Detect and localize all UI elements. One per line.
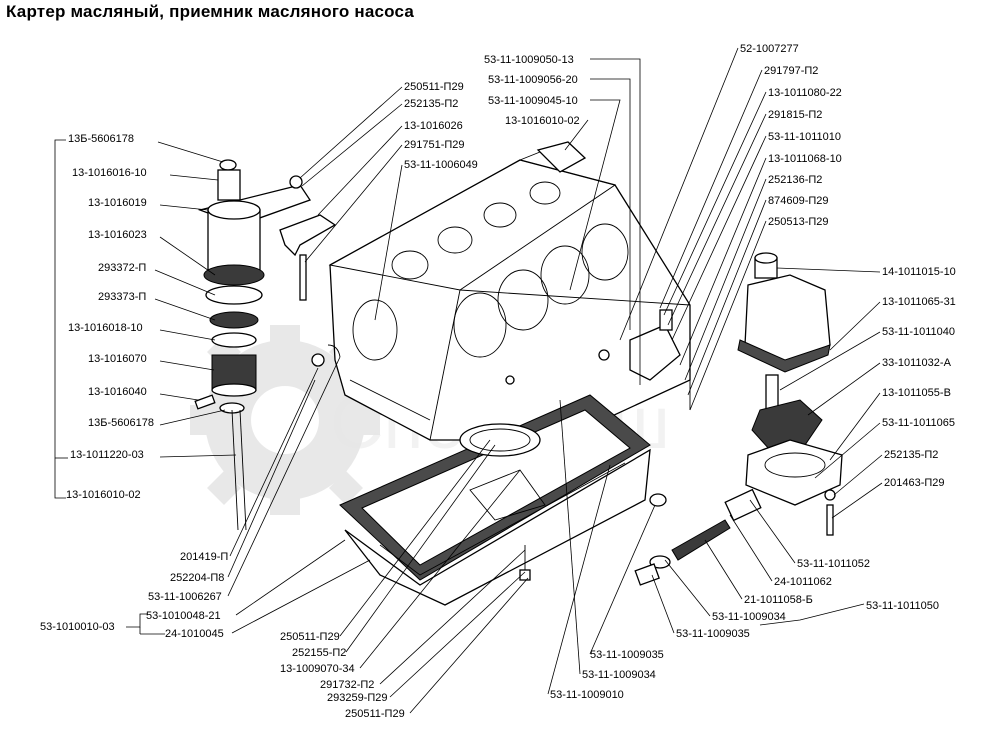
oil-pump <box>629 252 843 586</box>
part-label: 53-11-1009050-13 <box>484 54 574 66</box>
part-label: 53-11-1009035 <box>676 628 750 640</box>
part-label: 293373-П <box>98 291 146 303</box>
part-label: 13-1011055-В <box>882 387 951 399</box>
part-label: 13-1011080-22 <box>768 87 842 99</box>
part-label: 13-1009070-34 <box>280 663 355 675</box>
part-label: 291732-П2 <box>320 679 374 691</box>
part-label: 24-1010045 <box>165 628 224 640</box>
part-label: 291815-П2 <box>768 109 822 121</box>
part-label: 291751-П29 <box>404 139 465 151</box>
diagram-title: Картер масляный, приемник масляного насо… <box>6 2 415 21</box>
part-label: 13-1016010-02 <box>505 115 580 127</box>
part-label: 13-1016018-10 <box>68 322 143 334</box>
part-label: 13-1011065-31 <box>882 296 956 308</box>
part-label: 53-1010010-03 <box>40 621 115 633</box>
cylinder-block <box>328 141 691 441</box>
part-label: 252204-П8 <box>170 572 224 584</box>
part-label: 13-1011068-10 <box>768 153 842 165</box>
part-label: 13-1016070 <box>88 353 147 365</box>
oil-pump-drive <box>194 159 341 531</box>
part-label: 53-11-1006267 <box>148 591 222 603</box>
part-label: 252136-П2 <box>768 174 822 186</box>
part-label: 252135-П2 <box>884 449 938 461</box>
part-label: 13Б-5606178 <box>68 133 134 145</box>
part-label: 53-11-1011040 <box>882 326 955 338</box>
part-label: 53-11-1009035 <box>590 649 664 661</box>
part-label: 24-1011062 <box>774 576 832 588</box>
part-label: 250511-П29 <box>280 631 340 643</box>
part-label: 201419-П <box>180 551 228 563</box>
part-label: 13Б-5606178 <box>88 417 154 429</box>
part-label: 53-11-1009056-20 <box>488 74 578 86</box>
part-label: 291797-П2 <box>764 65 818 77</box>
part-label: 53-11-1011010 <box>768 131 841 143</box>
part-label: 53-11-1009034 <box>712 611 786 623</box>
part-label: 13-1016016-10 <box>72 167 147 179</box>
part-label: 293372-П <box>98 262 146 274</box>
part-labels: 13Б-5606178 13-1016016-10 13-1016019 13-101… <box>40 43 956 720</box>
part-label: 250511-П29 <box>404 81 464 93</box>
part-label: 53-11-1009045-10 <box>488 95 578 107</box>
part-label: 252135-П2 <box>404 98 458 110</box>
leader-lines <box>54 47 883 714</box>
part-label: 201463-П29 <box>884 477 945 489</box>
part-label: 21-1011058-Б <box>744 594 813 606</box>
part-label: 13-1016040 <box>88 386 147 398</box>
part-label: 53-11-1009034 <box>582 669 656 681</box>
part-label: 53-11-1009010 <box>550 689 624 701</box>
watermark-gear-hole <box>251 386 319 454</box>
part-label: 252155-П2 <box>292 647 346 659</box>
part-label: 53-1010048-21 <box>146 610 221 622</box>
part-label: 13-1016026 <box>404 120 463 132</box>
part-label: 53-11-1011065 <box>882 417 955 429</box>
part-label: 293259-П29 <box>327 692 388 704</box>
part-label: 13-1016010-02 <box>66 489 141 501</box>
part-label: 33-1011032-А <box>882 357 952 369</box>
part-label: 250511-П29 <box>345 708 405 720</box>
part-label: 53-11-1011052 <box>797 558 870 570</box>
part-label: 874609-П29 <box>768 195 829 207</box>
part-label: 250513-П29 <box>768 216 829 228</box>
part-label: 14-1011015-10 <box>882 266 956 278</box>
part-label: 13-1016019 <box>88 197 147 209</box>
oil-pan <box>339 394 667 606</box>
part-label: 52-1007277 <box>740 43 799 55</box>
part-label: 53-11-1011050 <box>866 600 939 612</box>
part-label: 53-11-1006049 <box>404 159 478 171</box>
part-label: 13-1016023 <box>88 229 147 241</box>
part-label: 13-1011220-03 <box>70 449 144 461</box>
